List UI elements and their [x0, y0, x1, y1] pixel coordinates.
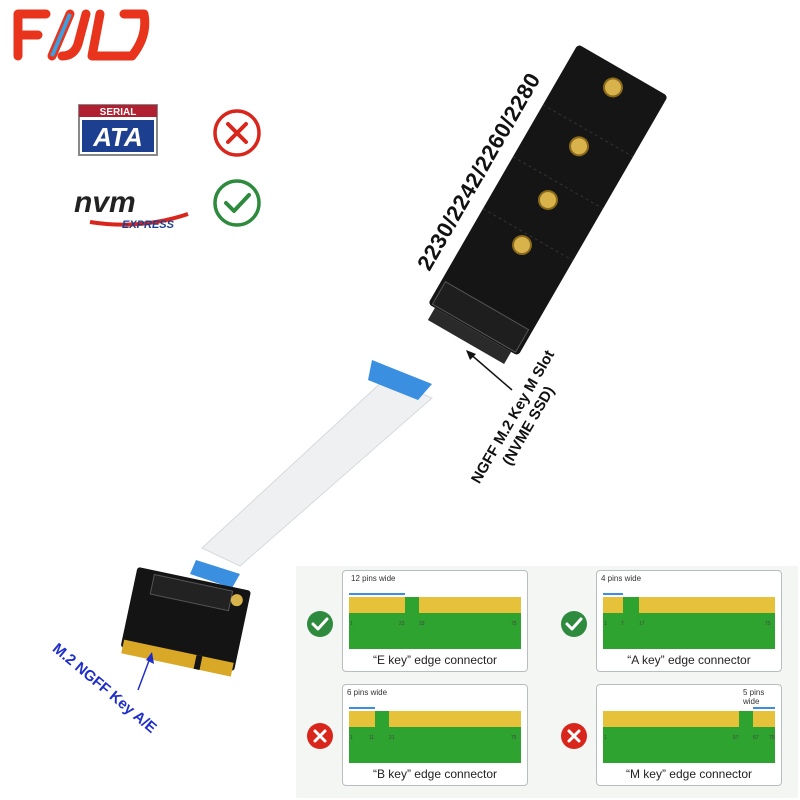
check-icon [213, 179, 261, 227]
a-key-pin-4: 75 [765, 621, 771, 627]
m-key-pin-3: 67 [753, 735, 759, 741]
sata-badge: SERIAL ATA [78, 104, 158, 156]
brand-logo [13, 9, 150, 61]
b-key-caption: “B key” edge connector [372, 767, 498, 781]
connector-card-m-key: 5 pins wide 1 57 67 75 “M key” edge conn… [596, 684, 782, 786]
cross-icon [561, 723, 587, 749]
m-key-pin-1: 1 [604, 735, 607, 741]
a-key-caption: “A key” edge connector [627, 653, 751, 667]
b-key-pin-3: 21 [389, 735, 395, 741]
nvme-badge: nvm EXPRESS [74, 186, 189, 230]
b-key-pin-1: 1 [350, 735, 353, 741]
a-key-pin-1: 1 [604, 621, 607, 627]
m-key-pin-2: 57 [733, 735, 739, 741]
connector-card-e-key: 12 pins wide 1 23 33 75 “E key” edge con… [342, 570, 528, 672]
connector-card-a-key: 4 pins wide 1 7 17 75 “A key” edge conne… [596, 570, 782, 672]
cross-icon [307, 723, 333, 749]
e-key-pin-1: 1 [350, 621, 353, 627]
a-key-pins-wide: 4 pins wide [601, 574, 642, 583]
b-key-pin-2: 11 [369, 735, 375, 741]
b-key-edge-graphic [349, 707, 521, 763]
m-key-edge-graphic [603, 707, 775, 763]
check-icon [561, 611, 587, 637]
m-key-pins-wide: 5 pins wide [743, 688, 765, 706]
connector-card-b-key: 6 pins wide 1 11 21 75 “B key” edge conn… [342, 684, 528, 786]
connector-key-panel: 12 pins wide 1 23 33 75 “E key” edge con… [296, 566, 798, 798]
sata-badge-main: ATA [92, 122, 143, 152]
e-key-pins-wide: 12 pins wide [351, 574, 396, 583]
cross-icon [213, 109, 261, 157]
a-key-pin-3: 17 [639, 621, 645, 627]
e-key-pin-3: 33 [419, 621, 425, 627]
a-key-edge-graphic [603, 593, 775, 649]
e-key-pin-4: 75 [511, 621, 517, 627]
b-key-pin-4: 75 [511, 735, 517, 741]
nvme-badge-sub: EXPRESS [122, 219, 175, 230]
nvme-badge-main: nvm [74, 186, 136, 219]
e-key-pin-2: 23 [399, 621, 405, 627]
m-key-pin-4: 75 [769, 735, 775, 741]
e-key-edge-graphic [349, 593, 521, 649]
m-key-caption: “M key” edge connector [625, 767, 753, 781]
sata-badge-top: SERIAL [100, 107, 137, 118]
a-key-pin-2: 7 [621, 621, 624, 627]
check-icon [307, 611, 333, 637]
b-key-pins-wide: 6 pins wide [347, 688, 388, 697]
e-key-caption: “E key” edge connector [372, 653, 498, 667]
